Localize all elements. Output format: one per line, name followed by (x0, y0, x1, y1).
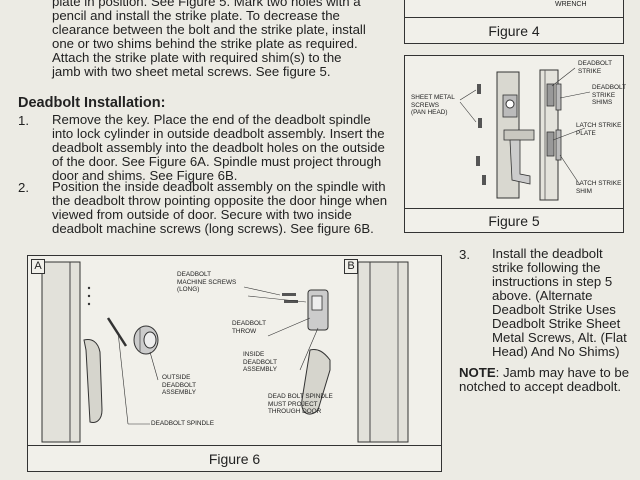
label-line: STRIKE (592, 91, 616, 99)
step-line: above. (Alternate (492, 288, 593, 303)
label-line: THROW (232, 327, 257, 335)
figure-6-label-throw: DEADBOLT THROW (232, 320, 266, 335)
label-line: DEADBOLT (162, 381, 196, 389)
step-line: Position the inside deadbolt assembly on… (52, 179, 386, 194)
step-line: Install the deadbolt (492, 246, 603, 261)
step-2-number: 2. (18, 180, 29, 195)
note-line-2: notched to accept deadbolt. (459, 379, 622, 394)
figure-6-label-screws: DEADBOLT MACHINE SCREWS (LONG) (177, 271, 236, 294)
step-line: deadbolt assembly into the deadbolt hole… (52, 140, 385, 155)
intro-paragraph: plate in position. See Figure 5. Mark tw… (52, 0, 382, 79)
label-line: DEADBOLT (592, 84, 626, 91)
figure-5-label-screws: SHEET METAL SCREWS (PAN HEAD) (411, 94, 455, 117)
figure-5-label-strike: DEADBOLT STRIKE (578, 60, 612, 75)
label-line: ASSEMBLY (162, 389, 196, 396)
note-text: : Jamb may have to be (495, 365, 630, 380)
figure-6-panel-a-tag: A (31, 259, 45, 274)
label-line: OUTSIDE (162, 374, 191, 381)
label-line: DEADBOLT (243, 358, 277, 366)
label-line: DEADBOLT (578, 60, 612, 67)
label-line: STRIKE (578, 67, 602, 75)
figure-5-caption: Figure 5 (488, 213, 540, 229)
step-2-text: Position the inside deadbolt assembly on… (52, 180, 390, 236)
label-line: PLATE (576, 129, 596, 137)
step-line: Metal Screws, Alt. (Flat (492, 330, 627, 345)
figure-6-panel-b-tag: B (344, 259, 358, 274)
intro-line: jamb with two sheet metal screws. See fi… (52, 64, 331, 79)
step-line: Deadbolt Strike Sheet (492, 316, 621, 331)
label-line: SHIM (576, 187, 592, 195)
label-line: THROUGH DOOR (268, 408, 322, 415)
figure-6-label-outside: OUTSIDE DEADBOLT ASSEMBLY (162, 374, 196, 397)
label-line: ASSEMBLY (243, 366, 277, 373)
figure-6-label-spindle: DEADBOLT SPINDLE (151, 420, 214, 427)
figure-5-label-latch-plate: LATCH STRIKE PLATE (576, 122, 621, 137)
intro-line: clearance between the bolt and the strik… (52, 22, 366, 37)
label-line: DEAD BOLT SPINDLE (268, 393, 333, 400)
step-1-text: Remove the key. Place the end of the dea… (52, 113, 390, 183)
label-line: LATCH STRIKE (576, 122, 622, 129)
figure-4-divider (404, 17, 624, 19)
label-line: MACHINE SCREWS (177, 278, 237, 286)
note-line-1: NOTE: Jamb may have to be (459, 366, 637, 380)
note-block: NOTE: Jamb may have to be notched to acc… (459, 366, 637, 394)
label-line: SCREWS (411, 101, 440, 109)
step-line: Remove the key. Place the end of the dea… (52, 112, 371, 127)
step-line: viewed from outside of door. Secure with… (52, 207, 352, 222)
label-line: SHEET METAL (411, 94, 455, 101)
label-line: MUST PROJECT (268, 400, 318, 408)
label-line: INSIDE (243, 351, 265, 358)
figure-6-caption: Figure 6 (208, 451, 261, 467)
step-line: instructions in step 5 (492, 274, 613, 289)
step-line: strike following the (492, 260, 601, 275)
label-line: (PAN HEAD) (411, 109, 448, 116)
step-line: of the door. See Figure 6A. Spindle must… (52, 154, 382, 169)
figure-6-divider (27, 445, 442, 447)
step-line: into lock cylinder in outside deadbolt a… (52, 126, 385, 141)
step-line: Deadbolt Strike Uses (492, 302, 616, 317)
figure-4-label-wrench: WRENCH (555, 1, 587, 8)
figure-4-box (404, 0, 624, 44)
step-line: deadbolt machine screws (long screws). S… (52, 221, 374, 236)
label-line: DEADBOLT (232, 320, 266, 327)
intro-line: one or two shims behind the strike plate… (52, 36, 358, 51)
figure-5-label-latch-shim: LATCH STRIKE SHIM (576, 180, 621, 195)
section-heading: Deadbolt Installation: (18, 95, 166, 111)
step-3-text: Install the deadbolt strike following th… (492, 247, 637, 359)
label-line: LATCH STRIKE (576, 180, 622, 187)
step-line: Head) And No Shims) (492, 344, 620, 359)
step-1-number: 1. (18, 113, 29, 128)
figure-6-label-inside: INSIDE DEADBOLT ASSEMBLY (243, 351, 277, 374)
label-line: DEADBOLT (177, 271, 211, 278)
label-line: (LONG) (177, 286, 200, 293)
intro-line: pencil and install the strike plate. To … (52, 8, 340, 23)
figure-4-caption: Figure 4 (488, 23, 540, 39)
step-3-number: 3. (459, 247, 470, 262)
step-line: door and shims. See Figure 6B. (52, 168, 238, 183)
figure-5-divider (404, 208, 624, 210)
step-line: the deadbolt throw pointing opposite the… (52, 193, 388, 208)
intro-line: plate in position. See Figure 5. Mark tw… (52, 0, 361, 9)
figure-6-label-project: DEAD BOLT SPINDLE MUST PROJECT THROUGH D… (268, 393, 333, 416)
label-line: SHIMS (592, 99, 613, 106)
note-label: NOTE (459, 365, 496, 380)
intro-line: Attach the strike plate with required sh… (52, 50, 342, 65)
figure-5-label-shims: DEADBOLT STRIKE SHIMS (592, 84, 626, 107)
